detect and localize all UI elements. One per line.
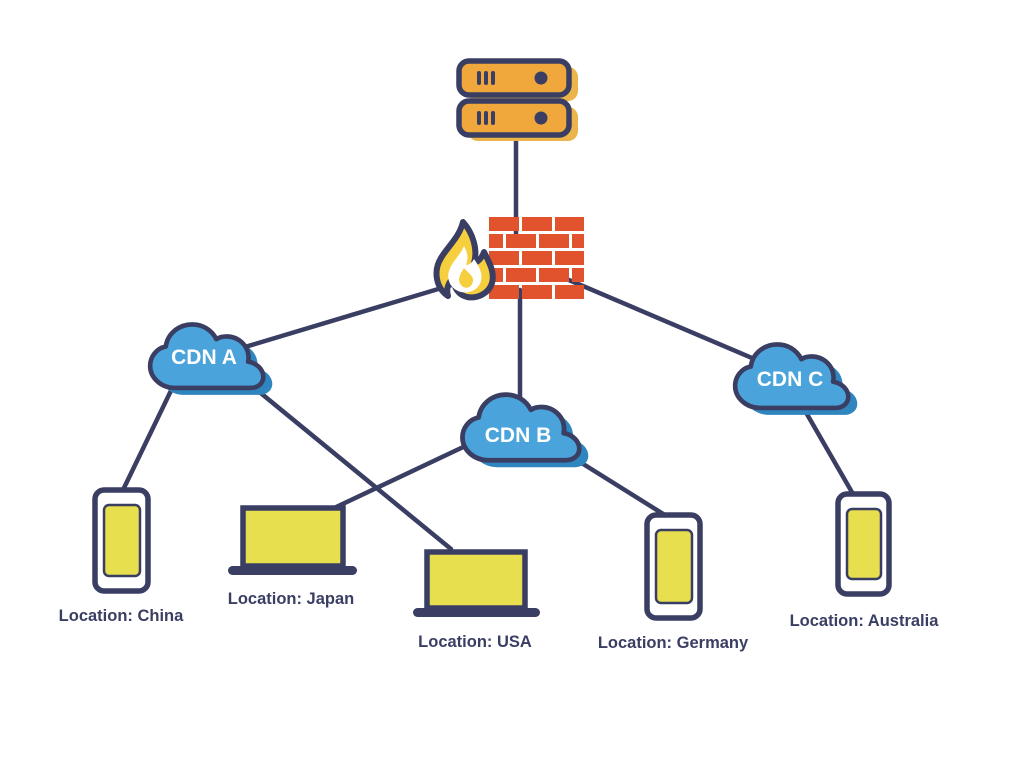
server-drive-top [456, 58, 572, 98]
node-client-australia: Location: Australia [790, 491, 940, 630]
location-label-germany: Location: Germany [598, 634, 749, 652]
firewall-bricks [489, 217, 584, 299]
node-cdn-c: CDN C [735, 344, 858, 415]
edge-firewall-cdn-c [547, 269, 788, 375]
node-client-china: Location: China [59, 487, 184, 625]
node-client-germany: Location: Germany [598, 512, 749, 652]
laptop-icon [424, 549, 528, 611]
phone-screen [845, 507, 883, 581]
server-icon [456, 58, 578, 141]
firewall-icon [433, 217, 584, 301]
laptop-base [228, 566, 357, 575]
server-led [534, 71, 548, 85]
location-label-japan: Location: Japan [228, 590, 355, 608]
flame-core [459, 268, 474, 288]
phone-screen [102, 503, 142, 578]
node-client-japan: Location: Japan [228, 505, 357, 608]
cdn-c-label: CDN C [757, 368, 824, 391]
server-drive-bottom [456, 98, 572, 138]
laptop-icon [240, 505, 346, 569]
edge-cdn-a-usa [232, 369, 454, 552]
laptop-base [413, 608, 540, 617]
edge-cdn-c-australia [797, 399, 856, 497]
location-label-china: Location: China [59, 607, 184, 625]
cdn-b-label: CDN B [485, 424, 552, 447]
edge-cdn-a-china [119, 369, 183, 495]
node-client-usa: Location: USA [413, 549, 540, 651]
location-label-australia: Location: Australia [790, 612, 940, 630]
location-label-usa: Location: USA [418, 633, 532, 651]
node-cdn-a: CDN A [150, 324, 273, 395]
server-led [534, 111, 548, 125]
cdn-a-label: CDN A [171, 346, 237, 369]
server-vents [477, 71, 495, 125]
flame-icon [433, 219, 496, 301]
node-cdn-b: CDN B [462, 395, 589, 468]
phone-screen [654, 528, 694, 605]
